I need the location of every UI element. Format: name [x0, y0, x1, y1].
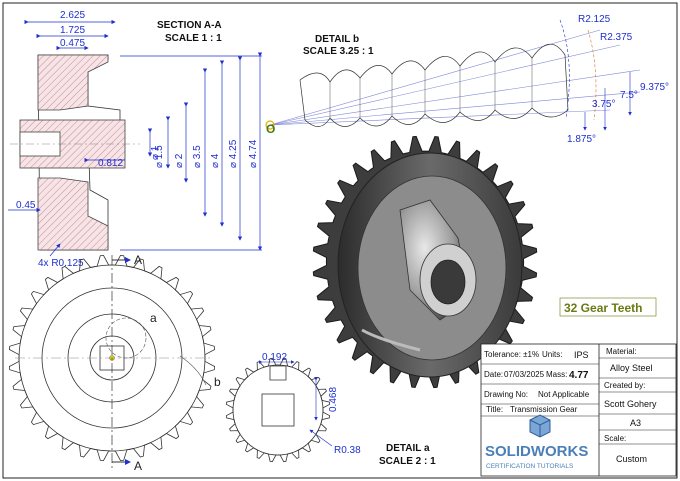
- section-marker-top: A: [134, 253, 142, 267]
- title-label: Title:: [486, 405, 503, 414]
- dim-angle-9-375: 9.375°: [640, 82, 669, 93]
- scale-value: Custom: [616, 454, 647, 464]
- detail-a-scale: SCALE 2 : 1: [379, 456, 436, 467]
- dim-bore-offset: 0.812: [98, 158, 123, 169]
- gear-label-box: [559, 297, 657, 317]
- created-by-label: Created by:: [604, 381, 645, 390]
- date-value: 07/03/2025: [504, 370, 545, 379]
- tolerance-label: Tolerance: ±1%: [484, 350, 539, 359]
- units-label: Units:: [542, 350, 562, 359]
- section-view: 2.625 1.725 0.475 ⌀ 1 ⌀ 1.5 ⌀ 2 ⌀ 3.5 ⌀ …: [8, 10, 263, 269]
- sheet-size: A3: [630, 418, 641, 428]
- detail-b-callout: b: [214, 375, 221, 389]
- units-value: IPS: [574, 350, 589, 360]
- dim-radius: R0.38: [334, 445, 361, 456]
- detail-a-teeth: [225, 357, 331, 463]
- dim-keyway-depth: 0.468: [328, 387, 339, 412]
- section-title: SECTION A-A: [157, 20, 222, 31]
- dim-angle-7-5: 7.5°: [620, 90, 638, 101]
- detail-b-scale: SCALE 3.25 : 1: [303, 46, 374, 57]
- dim-dia-3-5: ⌀ 3.5: [192, 145, 203, 168]
- dim-dia-4-25: ⌀ 4.25: [228, 139, 239, 168]
- dim-r-2-125: R2.125: [578, 14, 611, 25]
- material-label: Material:: [606, 347, 637, 356]
- mass-value: 4.77: [569, 370, 589, 381]
- title-value: Transmission Gear: [510, 405, 578, 414]
- dim-angle-1-875: 1.875°: [567, 134, 596, 145]
- dim-flange: 0.45: [16, 200, 36, 211]
- dim-overall-width: 2.625: [60, 10, 85, 21]
- gear-tooth-outline: [225, 357, 331, 463]
- front-view: A A a b: [8, 253, 221, 473]
- detail-b-title: DETAIL b: [315, 34, 359, 45]
- detail-b-view: DETAIL b SCALE 3.25 : 1 R2.125 R2.375 9.…: [265, 14, 669, 145]
- drawing-no-value: Not Applicable: [538, 390, 590, 399]
- dim-r-2-375: R2.375: [600, 32, 633, 43]
- logo-subtext: CERTIFICATION TUTORIALS: [486, 463, 574, 470]
- dim-keyway-width: 0.192: [262, 352, 287, 363]
- section-marker-bottom: A: [134, 459, 142, 473]
- dim-dia-1: ⌀ 1: [150, 145, 161, 160]
- logo-text: SOLIDWORKS: [485, 443, 588, 460]
- drawing-no-label: Drawing No:: [484, 390, 528, 399]
- detail-a-callout: a: [150, 311, 157, 325]
- material-value: Alloy Steel: [610, 363, 653, 373]
- dim-hub-width: 1.725: [60, 25, 85, 36]
- dim-dia-2: ⌀ 2: [174, 153, 185, 168]
- gear-teeth-label: 32 Gear Teeth: [564, 301, 642, 315]
- detail-b-origin: O: [266, 122, 275, 136]
- dim-dia-1-5: ⌀ 1.5: [154, 145, 165, 168]
- dim-dia-4-74: ⌀ 4.74: [248, 139, 259, 168]
- created-by-value: Scott Gohery: [604, 399, 657, 409]
- dim-angle-3-75: 3.75°: [592, 99, 615, 110]
- date-label: Date:: [484, 370, 503, 379]
- mass-label: Mass:: [546, 370, 567, 379]
- section-scale: SCALE 1 : 1: [165, 33, 222, 44]
- scale-label: Scale:: [604, 434, 626, 443]
- detail-b-teeth: [299, 43, 569, 127]
- dim-web-width: 0.475: [60, 38, 85, 49]
- dim-fillet: 4x R0.125: [38, 258, 84, 269]
- isometric-gear: [312, 135, 538, 389]
- dim-dia-4: ⌀ 4: [210, 153, 221, 168]
- detail-a-view: 0.192 0.468 R0.38 DETAIL a SCALE 2 : 1: [225, 352, 436, 467]
- section-hatch-upper: [37, 54, 109, 111]
- title-block: Tolerance: ±1% Units: IPS Date: 07/03/20…: [480, 343, 677, 477]
- section-hatch-lower: [37, 177, 109, 251]
- detail-a-title: DETAIL a: [386, 443, 430, 454]
